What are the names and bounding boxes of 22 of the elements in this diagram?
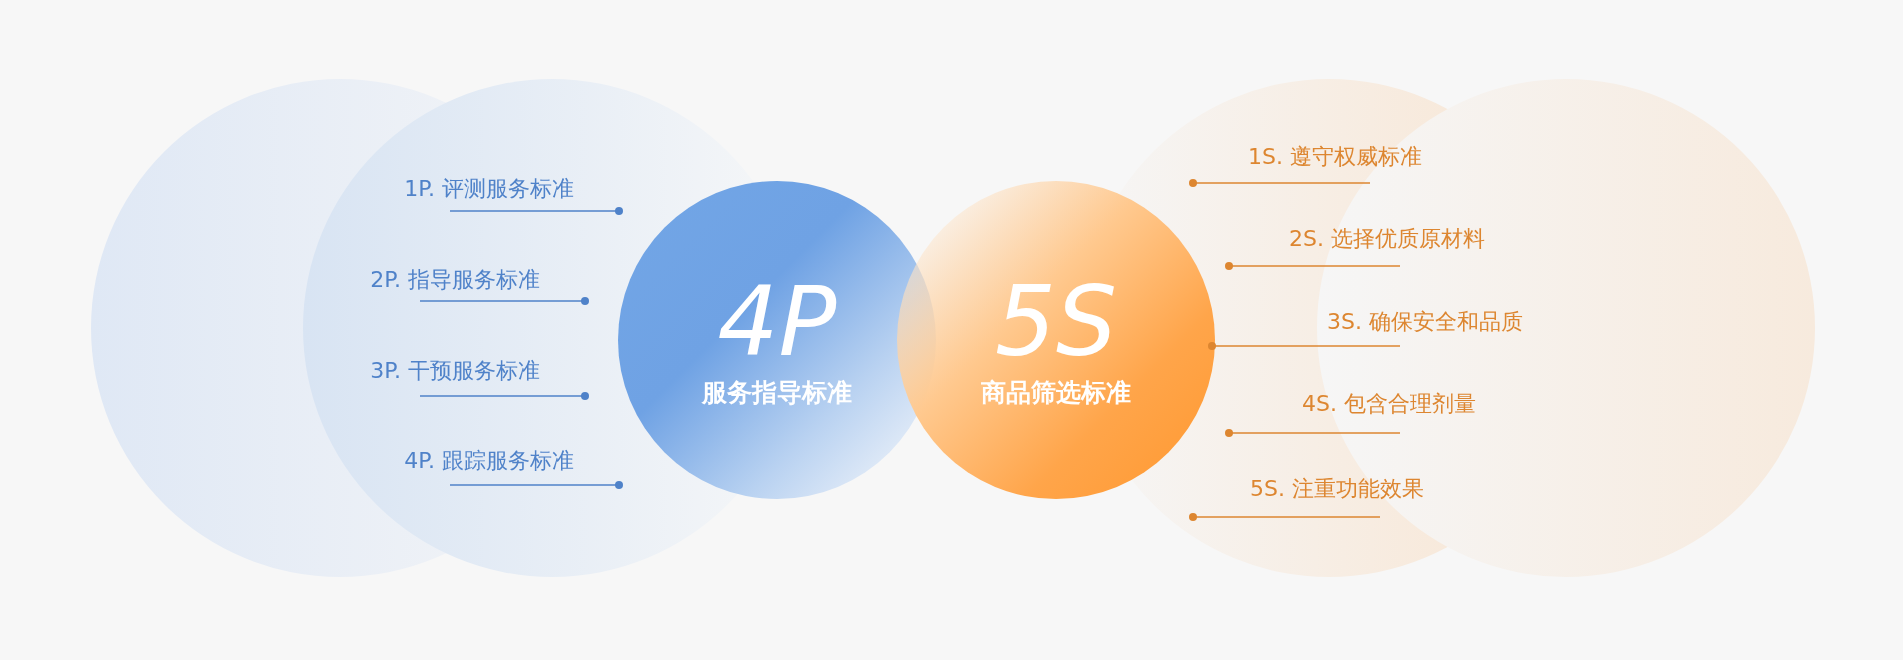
item-label: 3P. 干预服务标准: [370, 357, 540, 385]
leader-line: [449, 207, 623, 215]
leader-line: [1225, 262, 1401, 270]
circle-title: 5S: [995, 271, 1117, 372]
leader-line: [449, 481, 623, 489]
item-label: 1P. 评测服务标准: [404, 175, 574, 203]
item-label: 3S. 确保安全和品质: [1327, 308, 1523, 336]
item-label: 2P. 指导服务标准: [370, 266, 540, 294]
leader-line: [1225, 429, 1401, 437]
item-label: 4P. 跟踪服务标准: [404, 447, 574, 475]
leader-line: [419, 392, 589, 400]
leader-line: [1208, 342, 1401, 350]
item-label: 4S. 包含合理剂量: [1302, 390, 1476, 418]
circle-subtitle: 服务指导标准: [702, 376, 852, 409]
circle-title: 4P: [717, 271, 837, 372]
circle-subtitle: 商品筛选标准: [981, 376, 1131, 409]
item-label: 5S. 注重功能效果: [1250, 475, 1424, 503]
leader-line: [1189, 513, 1381, 521]
item-label: 1S. 遵守权威标准: [1248, 143, 1422, 171]
leader-line: [419, 297, 589, 305]
item-label: 2S. 选择优质原材料: [1289, 225, 1485, 253]
leader-line: [1189, 179, 1371, 187]
